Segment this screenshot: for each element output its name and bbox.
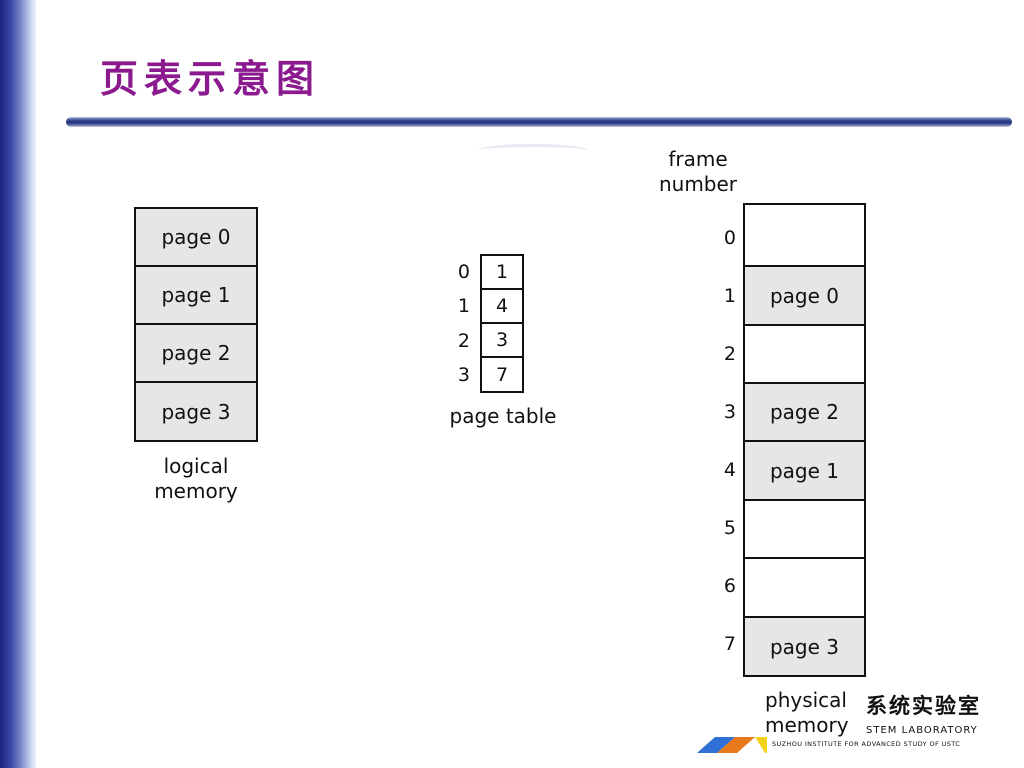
frame-number-3: 3	[723, 401, 736, 423]
title-underline	[66, 117, 1012, 127]
frame-number-header-line1: frame	[668, 147, 728, 171]
physical-frame-4: page 1	[743, 440, 866, 501]
frame-number-header: frame number	[650, 147, 746, 197]
left-decorative-bar	[0, 0, 36, 768]
lab-logo-chinese: 系统实验室	[866, 693, 981, 718]
page-table-index-1: 1	[457, 295, 470, 317]
frame-number-0: 0	[723, 227, 736, 249]
physical-frame-2	[743, 324, 866, 384]
logical-page-0: page 0	[134, 207, 258, 267]
page-table-entry-1: 4	[480, 288, 524, 324]
slide-title: 页表示意图	[100, 56, 321, 101]
logical-memory-label-line2: memory	[154, 479, 238, 503]
frame-number-header-line2: number	[658, 172, 738, 196]
page-table-entry-3: 7	[480, 356, 524, 393]
physical-memory-label-line1: physical	[765, 688, 847, 712]
page-table-entry-0: 1	[480, 254, 524, 290]
logical-page-2: page 2	[134, 323, 258, 383]
logical-page-1: page 1	[134, 265, 258, 325]
faint-arc	[478, 144, 588, 157]
logo-orange-shape	[717, 737, 755, 753]
frame-number-2: 2	[723, 343, 736, 365]
logical-page-3: page 3	[134, 381, 258, 442]
page-table-index-3: 3	[457, 364, 470, 386]
page-table-index-2: 2	[457, 330, 470, 352]
lab-logo-english: STEM LABORATORY	[866, 725, 978, 736]
page-table-label: page table	[449, 404, 557, 428]
logo-yellow-shape	[755, 737, 767, 753]
physical-frame-0	[743, 203, 866, 267]
logical-memory-label: logical memory	[134, 454, 258, 504]
physical-frame-3: page 2	[743, 382, 866, 442]
page-table-entry-2: 3	[480, 322, 524, 358]
physical-frame-6	[743, 557, 866, 618]
frame-number-6: 6	[723, 575, 736, 597]
physical-memory-label: physical memory	[765, 688, 865, 738]
physical-memory-label-line2: memory	[765, 713, 849, 737]
lab-logo-graphic	[697, 737, 767, 753]
physical-frame-5	[743, 499, 866, 559]
logical-memory-label-line1: logical	[163, 454, 229, 478]
frame-number-5: 5	[723, 517, 736, 539]
physical-frame-1: page 0	[743, 265, 866, 326]
frame-number-4: 4	[723, 459, 736, 481]
logo-blue-shape	[697, 737, 735, 753]
lab-logo-subtitle: SUZHOU INSTITUTE FOR ADVANCED STUDY OF U…	[772, 740, 961, 748]
physical-frame-7: page 3	[743, 616, 866, 677]
page-table-index-0: 0	[457, 261, 470, 283]
frame-number-7: 7	[723, 633, 736, 655]
frame-number-1: 1	[723, 285, 736, 307]
